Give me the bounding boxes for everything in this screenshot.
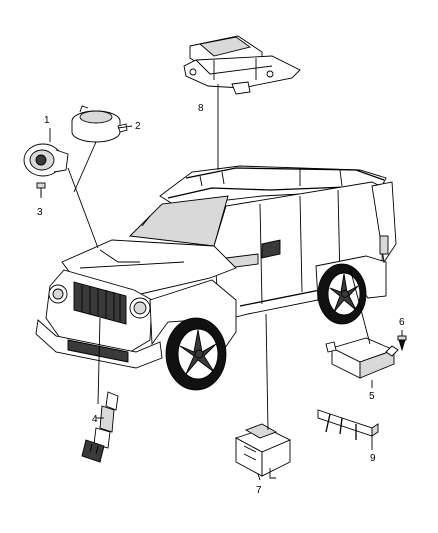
part-8-module	[183, 35, 301, 95]
front-wheel	[165, 317, 227, 391]
rear-wheel	[317, 263, 367, 325]
callout-1: 1	[44, 115, 50, 126]
part-2-horn	[71, 105, 128, 143]
callouts: 1 2 3 4 5 6 7 8 9	[37, 103, 405, 496]
part-9-bracket	[317, 409, 379, 440]
part-1-siren	[23, 143, 69, 177]
part-4-sensor	[81, 391, 119, 463]
part-7-module	[234, 423, 292, 479]
part-5-module	[325, 337, 399, 379]
leader-lines	[40, 84, 403, 481]
callout-5: 5	[369, 391, 375, 402]
vehicle-jeep	[35, 165, 397, 369]
callout-6: 6	[399, 317, 405, 328]
callout-7: 7	[256, 485, 262, 496]
callout-4: 4	[92, 414, 98, 425]
callout-9: 9	[370, 453, 376, 464]
callout-3: 3	[37, 207, 43, 218]
part-6-pin	[397, 335, 407, 352]
callout-8: 8	[198, 103, 204, 114]
callout-2: 2	[135, 121, 141, 132]
